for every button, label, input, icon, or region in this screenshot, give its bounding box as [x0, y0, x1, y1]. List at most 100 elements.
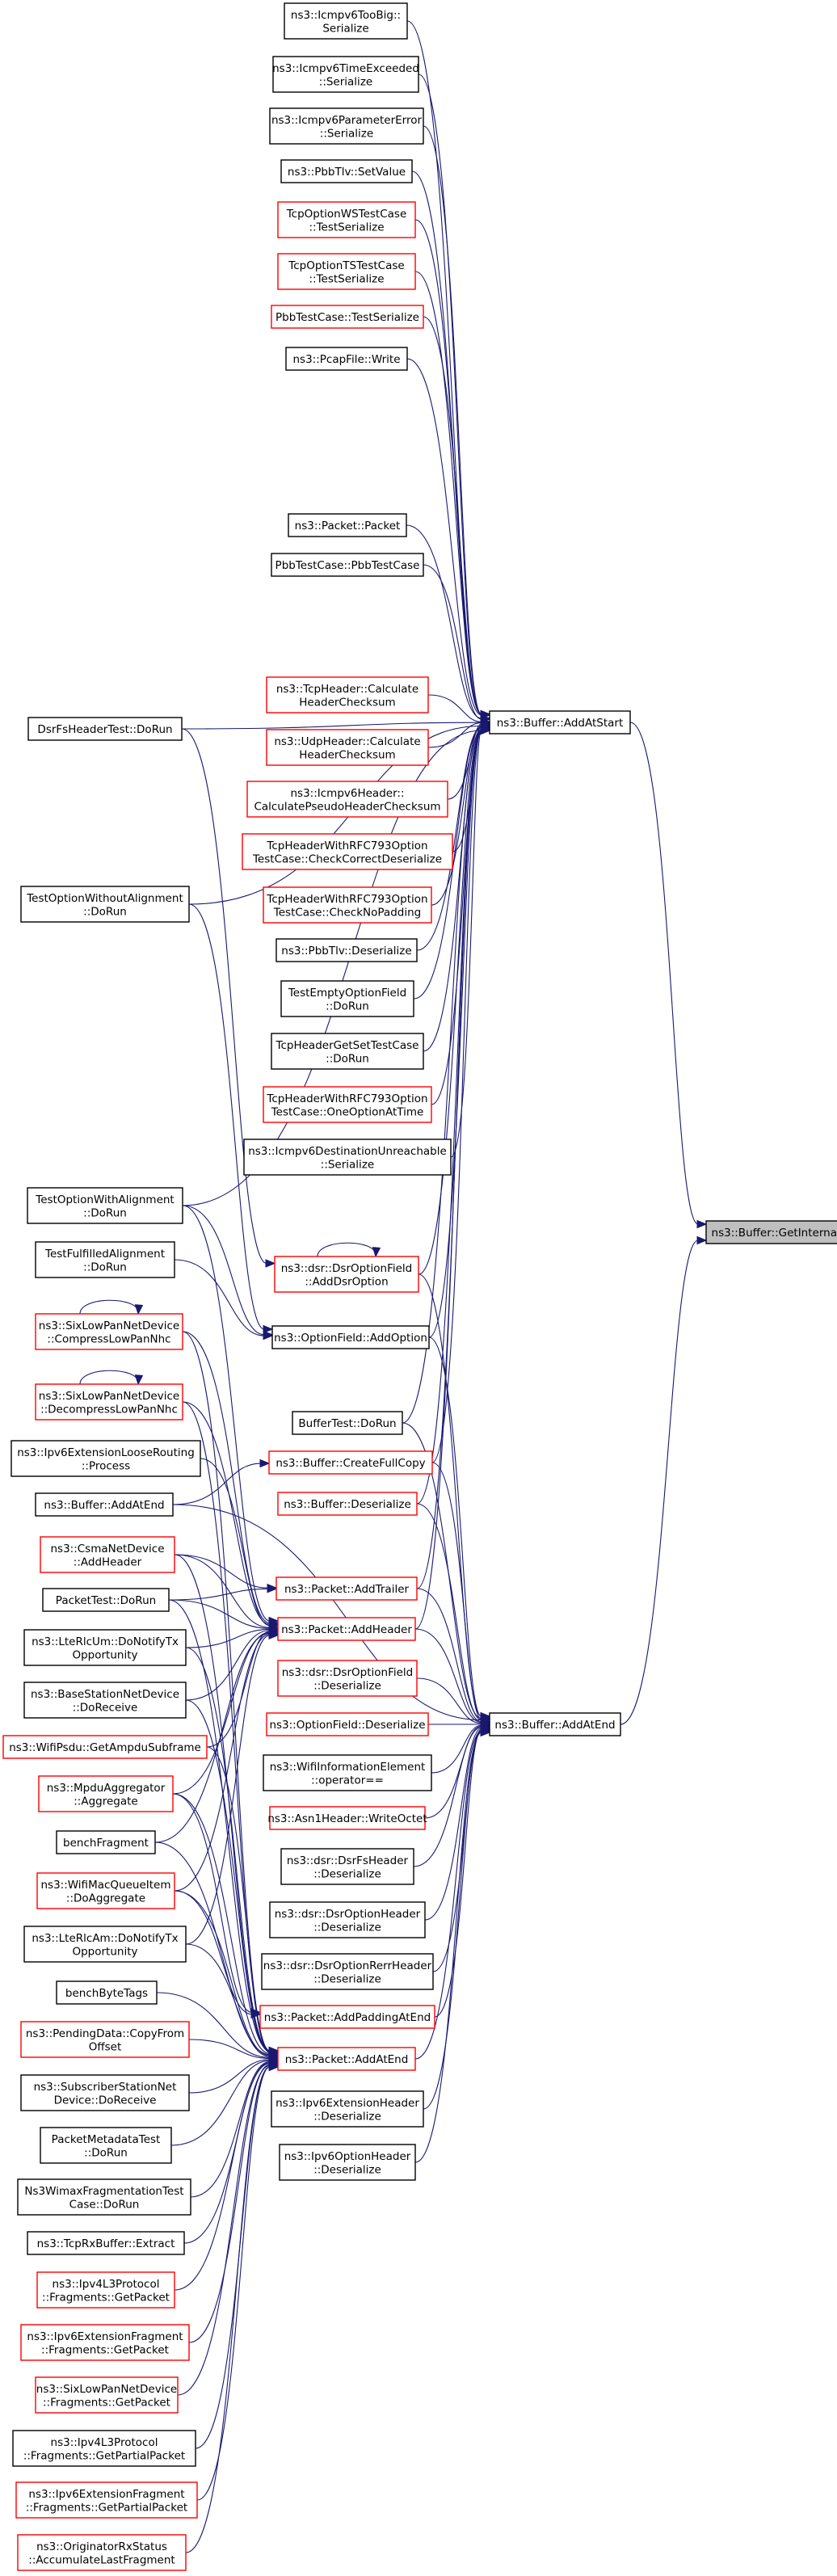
node-wifiInfoElem[interactable]: ns3::WifiInformationElement::operator==: [263, 1754, 432, 1791]
node-box: [271, 305, 424, 329]
node-label: ::Deserialize: [313, 1921, 381, 1934]
node-label: ns3::WifiMacQueueItem: [40, 1879, 170, 1892]
edge-arrowhead: [263, 1324, 274, 1334]
node-benchFrag[interactable]: benchFragment: [56, 1830, 156, 1854]
node-ipv6ExtHdrDeser[interactable]: ns3::Ipv6ExtensionHeader::Deserialize: [271, 2090, 424, 2128]
node-addAtEnd[interactable]: ns3::Buffer::AddAtEnd: [489, 1712, 621, 1736]
node-origRxStatus[interactable]: ns3::OriginatorRxStatus::AccumulateLastF…: [17, 2534, 187, 2571]
node-box: [279, 2144, 416, 2181]
node-bsNetRecv[interactable]: ns3::BaseStationNetDevice::DoReceive: [23, 1682, 187, 1719]
node-box: [292, 1411, 403, 1435]
node-box: [284, 2, 408, 40]
node-packetPacket[interactable]: ns3::Packet::Packet: [288, 513, 407, 537]
node-label: ns3::dsr::DsrFsHeader: [287, 1854, 409, 1867]
node-bufDeser[interactable]: ns3::Buffer::Deserialize: [277, 1492, 418, 1516]
node-sixDecompress[interactable]: ns3::SixLowPanNetDevice::DecompressLowPa…: [35, 1383, 183, 1421]
node-bufAddAtEnd[interactable]: ns3::Buffer::AddAtEnd: [35, 1492, 174, 1517]
node-pbbTestSer[interactable]: PbbTestCase::TestSerialize: [271, 305, 424, 329]
node-icmpTime[interactable]: ns3::Icmpv6TimeExceeded::Serialize: [272, 56, 419, 93]
node-label: TestOptionWithoutAlignment: [26, 892, 183, 905]
node-box: [27, 2231, 185, 2255]
node-createFullCopy[interactable]: ns3::Buffer::CreateFullCopy: [268, 1450, 433, 1475]
node-label: ns3::Packet::AddTrailer: [284, 1583, 410, 1596]
node-bufferTestRun[interactable]: BufferTest::DoRun: [292, 1411, 403, 1435]
node-testEmptyOpt[interactable]: TestEmptyOptionField::DoRun: [280, 980, 414, 1017]
node-icmpTooBig[interactable]: ns3::Icmpv6TooBig::Serialize: [284, 2, 408, 40]
node-pktMetaTest[interactable]: PacketMetadataTest::DoRun: [40, 2127, 172, 2164]
node-pktAddAtEnd[interactable]: ns3::Packet::AddAtEnd: [277, 2047, 416, 2071]
node-dsrFsHdrTest[interactable]: DsrFsHeaderTest::DoRun: [27, 717, 183, 741]
node-packetTestRun[interactable]: PacketTest::DoRun: [42, 1588, 170, 1612]
node-sixFragGet[interactable]: ns3::SixLowPanNetDevice::Fragments::GetP…: [35, 2376, 179, 2414]
node-ssNetRecv[interactable]: ns3::SubscriberStationNetDevice::DoRecei…: [20, 2074, 190, 2111]
node-testFulfilled[interactable]: TestFulfilledAlignment::DoRun: [35, 1241, 175, 1278]
node-pktAddHeader[interactable]: ns3::Packet::AddHeader: [277, 1617, 416, 1641]
node-tcpRfcNoPad[interactable]: TcpHeaderWithRFC793OptionTestCase::Check…: [263, 886, 432, 924]
node-optFieldDeser[interactable]: ns3::OptionField::Deserialize: [266, 1712, 429, 1736]
edge-arrowhead: [480, 726, 491, 735]
node-box: [20, 2021, 190, 2058]
node-label: TestOptionWithAlignment: [35, 1193, 174, 1206]
node-ipv6ExtFragGet[interactable]: ns3::Ipv6ExtensionFragment::Fragments::G…: [20, 2324, 190, 2361]
node-ipv6LooseRt[interactable]: ns3::Ipv6ExtensionLooseRouting::Process: [11, 1440, 201, 1477]
node-tcpRfcDeser[interactable]: TcpHeaderWithRFC793OptionTestCase::Check…: [242, 833, 453, 870]
node-icmpParam[interactable]: ns3::Icmpv6ParameterError::Serialize: [269, 107, 424, 145]
node-pbbTlvDeser[interactable]: ns3::PbbTlv::Deserialize: [275, 938, 418, 962]
node-wifiPsdu[interactable]: ns3::WifiPsdu::GetAmpduSubframe: [2, 1735, 208, 1759]
node-ipv4FragPartial[interactable]: ns3::Ipv4L3Protocol::Fragments::GetParti…: [12, 2430, 196, 2467]
node-ipv6ExtFragPartial[interactable]: ns3::Ipv6ExtensionFragment::Fragments::G…: [15, 2481, 198, 2519]
node-csmaAddHdr[interactable]: ns3::CsmaNetDevice::AddHeader: [40, 1536, 175, 1573]
node-mpduAgg[interactable]: ns3::MpduAggregator::Aggregate: [38, 1775, 174, 1812]
node-tcpRxExtract[interactable]: ns3::TcpRxBuffer::Extract: [27, 2231, 185, 2255]
node-label: ns3::Ipv6ExtensionFragment: [27, 2330, 183, 2343]
node-addAtStart[interactable]: ns3::Buffer::AddAtStart: [489, 710, 631, 734]
node-benchByteTags[interactable]: benchByteTags: [56, 1980, 158, 2005]
node-dsrFsHdrDeser[interactable]: ns3::dsr::DsrFsHeader::Deserialize: [280, 1848, 414, 1885]
node-dsrAddDsrOpt[interactable]: ns3::dsr::DsrOptionField::AddDsrOption: [274, 1256, 419, 1293]
node-tcpHdrGetSet[interactable]: TcpHeaderGetSetTestCase::DoRun: [271, 1033, 424, 1070]
node-dsrOptHdrDeser[interactable]: ns3::dsr::DsrOptionHeader::Deserialize: [269, 1901, 426, 1938]
node-pktAddTrailer[interactable]: ns3::Packet::AddTrailer: [275, 1576, 418, 1601]
node-box: [277, 201, 416, 238]
node-pktAddPadding[interactable]: ns3::Packet::AddPaddingAtEnd: [259, 2005, 435, 2029]
node-asn1Write[interactable]: ns3::Asn1Header::WriteOctet: [267, 1806, 427, 1830]
node-icmpCalcPseudo[interactable]: ns3::Icmpv6Header::CalculatePseudoHeader…: [246, 781, 448, 818]
node-dsrRerrDeser[interactable]: ns3::dsr::DsrOptionRerrHeader::Deseriali…: [261, 1953, 434, 1990]
node-tcpRfcOneOpt[interactable]: TcpHeaderWithRFC793OptionTestCase::OneOp…: [263, 1086, 432, 1123]
node-pbbTestCase[interactable]: PbbTestCase::PbbTestCase: [271, 553, 424, 577]
node-wifiMacQueue[interactable]: ns3::WifiMacQueueItem::DoAggregate: [36, 1872, 175, 1909]
node-icmpDestUnr[interactable]: ns3::Icmpv6DestinationUnreachable::Seria…: [243, 1139, 452, 1176]
node-optFieldAdd[interactable]: ns3::OptionField::AddOption: [271, 1325, 430, 1349]
node-pcapWrite[interactable]: ns3::PcapFile::Write: [285, 347, 408, 371]
node-label: ::DoRun: [326, 1000, 369, 1012]
node-label: Opportunity: [72, 1648, 137, 1661]
node-box: [35, 1492, 174, 1517]
node-root[interactable]: ns3::Buffer::GetInternalSize: [705, 1220, 837, 1244]
node-label: Opportunity: [72, 1945, 137, 1958]
node-label: ns3::Buffer::AddAtStart: [497, 717, 624, 730]
node-box: [280, 980, 414, 1017]
node-box: [269, 107, 424, 145]
edge-dsrOptHdrDeser-to-addAtEnd: [424, 1724, 491, 1921]
node-box: [277, 2047, 416, 2071]
node-label: ::TestSerialize: [309, 272, 384, 285]
edge-arrowhead: [134, 1304, 144, 1315]
node-ipv6OptHdrDeser[interactable]: ns3::Ipv6OptionHeader::Deserialize: [279, 2144, 416, 2181]
node-optWithout[interactable]: TestOptionWithoutAlignment::DoRun: [20, 886, 190, 923]
node-pbbTlvSet[interactable]: ns3::PbbTlv::SetValue: [280, 159, 413, 183]
node-tcpWS[interactable]: TcpOptionWSTestCase::TestSerialize: [277, 201, 416, 238]
node-label: ::DoRun: [83, 1261, 127, 1273]
node-optWith[interactable]: TestOptionWithAlignment::DoRun: [27, 1187, 183, 1224]
node-dsrOptFieldDeser[interactable]: ns3::dsr::DsrOptionField::Deserialize: [277, 1660, 418, 1697]
node-sixCompress[interactable]: ns3::SixLowPanNetDevice::CompressLowPanN…: [35, 1313, 183, 1350]
node-ipv4FragGet[interactable]: ns3::Ipv4L3Protocol::Fragments::GetPacke…: [36, 2271, 175, 2309]
node-tcpTS[interactable]: TcpOptionTSTestCase::TestSerialize: [277, 253, 416, 290]
node-label: ns3::SixLowPanNetDevice: [39, 1390, 179, 1403]
